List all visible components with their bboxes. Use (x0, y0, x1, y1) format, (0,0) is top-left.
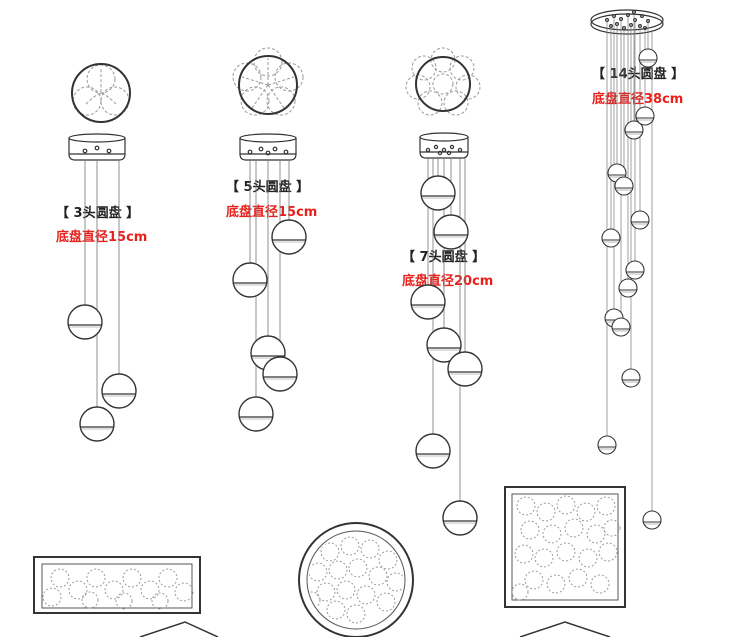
pendant-globe (447, 351, 483, 387)
pendant-globe (624, 120, 644, 140)
pendant-globe (262, 356, 298, 392)
variant-5-title: 【 5头圆盘 】 (226, 180, 310, 195)
pendant-globe (642, 510, 662, 530)
pendant-globe (618, 278, 638, 298)
canopy-7-head (419, 132, 469, 159)
bottom-rect-fixture (33, 556, 201, 614)
pendant-globe (630, 210, 650, 230)
canopy-14-head (590, 9, 664, 35)
variant-14-title: 【 14头圆盘 】 (592, 67, 685, 82)
pendant-globe (426, 327, 462, 363)
pendant-globe (420, 175, 456, 211)
pendant-globe (625, 260, 645, 280)
pendant-globe (635, 106, 655, 126)
pendant-globe (410, 284, 446, 320)
bottom-square-fixture (504, 486, 626, 608)
bottom-round-fixture (298, 522, 414, 637)
variant-14-dimension: 底盘直径38cm (592, 92, 684, 107)
pendant-globe (442, 500, 478, 536)
canopy-5-head (239, 133, 297, 161)
pendant-globe (271, 219, 307, 255)
pendant-globe (601, 228, 621, 248)
wires-3-head (84, 160, 120, 407)
variant-7-title: 【 7头圆盘 】 (402, 250, 486, 265)
pendant-globe (238, 396, 274, 432)
pendant-globe (101, 373, 137, 409)
pendant-globe (67, 304, 103, 340)
pendant-globes (67, 48, 662, 536)
pendant-globe (232, 262, 268, 298)
variant-5-dimension: 底盘直径15cm (226, 205, 318, 220)
cropped-bottom-shapes (139, 621, 611, 637)
top-view-7-head (405, 47, 481, 116)
pendant-globe (79, 406, 115, 442)
pendant-globe (621, 368, 641, 388)
pendant-globe (614, 176, 634, 196)
pendant-globe (415, 433, 451, 469)
variant-3-dimension: 底盘直径15cm (56, 230, 148, 245)
top-view-3-head (71, 63, 131, 123)
pendant-globe (597, 435, 617, 455)
pendant-globe (638, 48, 658, 68)
pendant-globe (433, 214, 469, 250)
pendant-globe (611, 317, 631, 337)
canopy-3-head (68, 133, 126, 161)
top-view-5-head (232, 47, 304, 116)
variant-3-title: 【 3头圆盘 】 (56, 206, 140, 221)
